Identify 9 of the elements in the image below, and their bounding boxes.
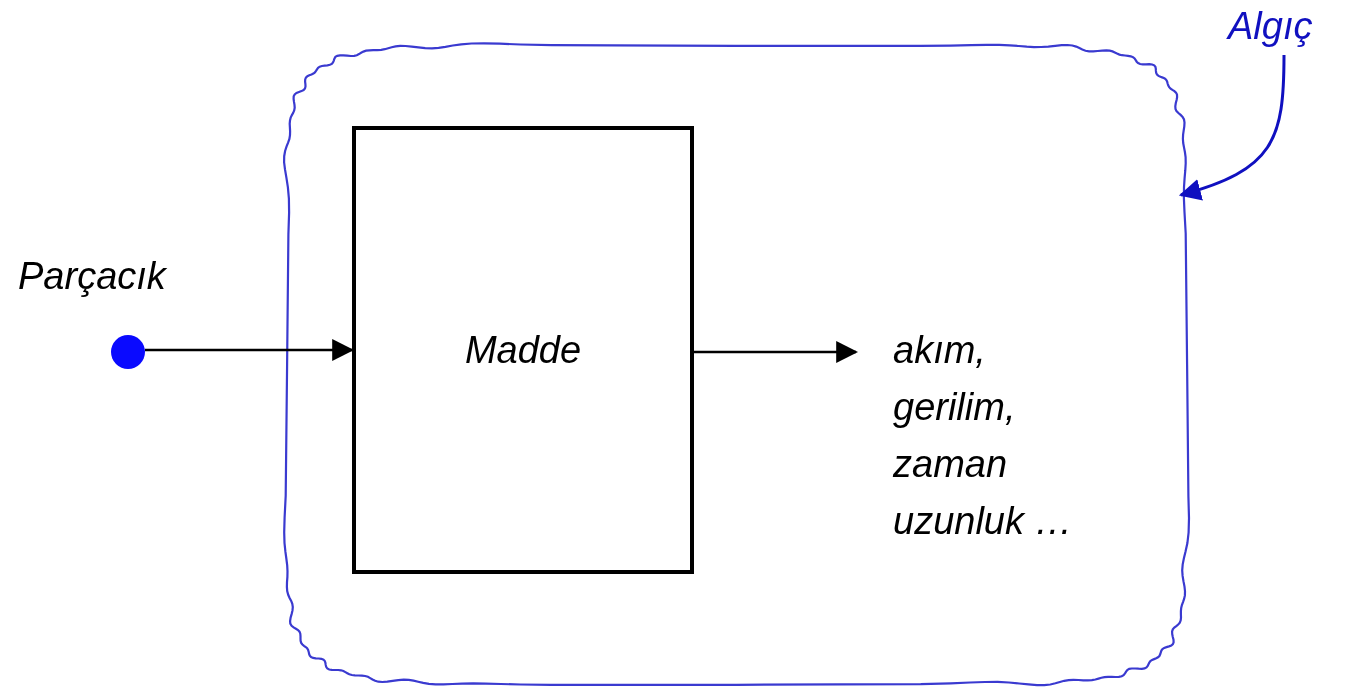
output-signals-text: akım, gerilim, zaman uzunluk … <box>893 328 1074 544</box>
material-box <box>352 126 694 574</box>
arrow <box>145 339 355 361</box>
leader-line <box>1178 54 1286 200</box>
arrow <box>694 341 859 363</box>
particle-dot <box>111 335 145 369</box>
detector-label: Algıç <box>1228 5 1313 48</box>
material-label: Madde <box>464 328 582 372</box>
particle-label: Parçacık <box>18 255 166 298</box>
